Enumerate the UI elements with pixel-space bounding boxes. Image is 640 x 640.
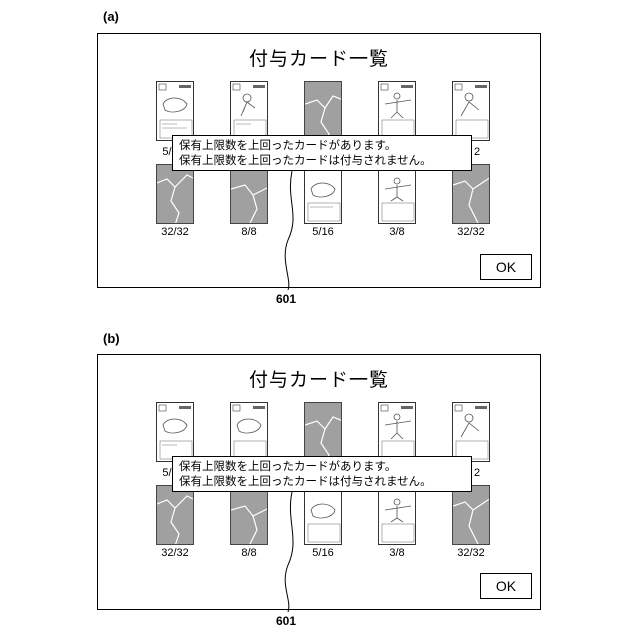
card-top-3-greyed[interactable] — [304, 81, 342, 141]
count-card-4: 3/8 — [367, 226, 427, 238]
card-art — [157, 82, 194, 141]
card-top-1[interactable] — [156, 402, 194, 462]
card-art — [379, 82, 416, 141]
card-top-5[interactable] — [452, 81, 490, 141]
count-card-5: 32/32 — [441, 547, 501, 559]
card-top-3-greyed[interactable] — [304, 402, 342, 462]
dialog-title: 付与カード一覧 — [98, 44, 540, 71]
crack-overlay — [453, 486, 490, 545]
card-top-4[interactable] — [378, 81, 416, 141]
card-art — [231, 403, 268, 462]
card-art — [453, 403, 490, 462]
card-bottom-4[interactable] — [378, 164, 416, 224]
card-top-5[interactable] — [452, 402, 490, 462]
message-line-1: 保有上限数を上回ったカードがあります。 — [179, 459, 465, 474]
message-line-2: 保有上限数を上回ったカードは付与されません。 — [179, 153, 465, 168]
card-art — [231, 82, 268, 141]
crack-overlay — [231, 165, 268, 224]
count-card-1: 32/32 — [145, 226, 205, 238]
reference-number-b: 601 — [276, 614, 296, 628]
count-card-5: 32/32 — [441, 226, 501, 238]
card-art — [305, 486, 342, 545]
card-top-1[interactable] — [156, 81, 194, 141]
count-card-3: 5/16 — [293, 226, 353, 238]
ok-button[interactable]: OK — [480, 254, 532, 280]
limit-exceeded-message: 保有上限数を上回ったカードがあります。 保有上限数を上回ったカードは付与されませ… — [172, 135, 472, 171]
card-art — [453, 82, 490, 141]
count-card-2: 8/8 — [219, 547, 279, 559]
crack-overlay — [157, 486, 194, 545]
card-top-4[interactable] — [378, 402, 416, 462]
card-art — [379, 403, 416, 462]
card-bottom-2-greyed[interactable] — [230, 164, 268, 224]
card-top-2[interactable] — [230, 81, 268, 141]
crack-overlay — [305, 403, 342, 462]
panel-b-label: (b) — [103, 331, 120, 346]
ok-button[interactable]: OK — [480, 573, 532, 599]
card-bottom-1-greyed[interactable] — [156, 485, 194, 545]
message-line-2: 保有上限数を上回ったカードは付与されません。 — [179, 474, 465, 489]
crack-overlay — [305, 82, 342, 141]
card-top-2[interactable] — [230, 402, 268, 462]
card-art — [157, 403, 194, 462]
count-card-1: 32/32 — [145, 547, 205, 559]
card-bottom-1-greyed[interactable] — [156, 164, 194, 224]
count-card-2: 8/8 — [219, 226, 279, 238]
panel-a-label: (a) — [103, 9, 119, 24]
message-line-1: 保有上限数を上回ったカードがあります。 — [179, 138, 465, 153]
crack-overlay — [231, 486, 268, 545]
count-card-3: 5/16 — [293, 547, 353, 559]
limit-exceeded-message: 保有上限数を上回ったカードがあります。 保有上限数を上回ったカードは付与されませ… — [172, 456, 472, 492]
card-bottom-5-greyed[interactable] — [452, 485, 490, 545]
count-card-4: 3/8 — [367, 547, 427, 559]
reference-number-a: 601 — [276, 292, 296, 306]
crack-overlay — [157, 165, 194, 224]
dialog-title: 付与カード一覧 — [98, 365, 540, 392]
card-bottom-2-greyed[interactable] — [230, 485, 268, 545]
card-art — [305, 165, 342, 224]
card-art — [379, 165, 416, 224]
card-bottom-5-greyed[interactable] — [452, 164, 490, 224]
crack-overlay — [453, 165, 490, 224]
card-art — [379, 486, 416, 545]
card-bottom-4[interactable] — [378, 485, 416, 545]
card-bottom-3[interactable] — [304, 485, 342, 545]
card-bottom-3[interactable] — [304, 164, 342, 224]
